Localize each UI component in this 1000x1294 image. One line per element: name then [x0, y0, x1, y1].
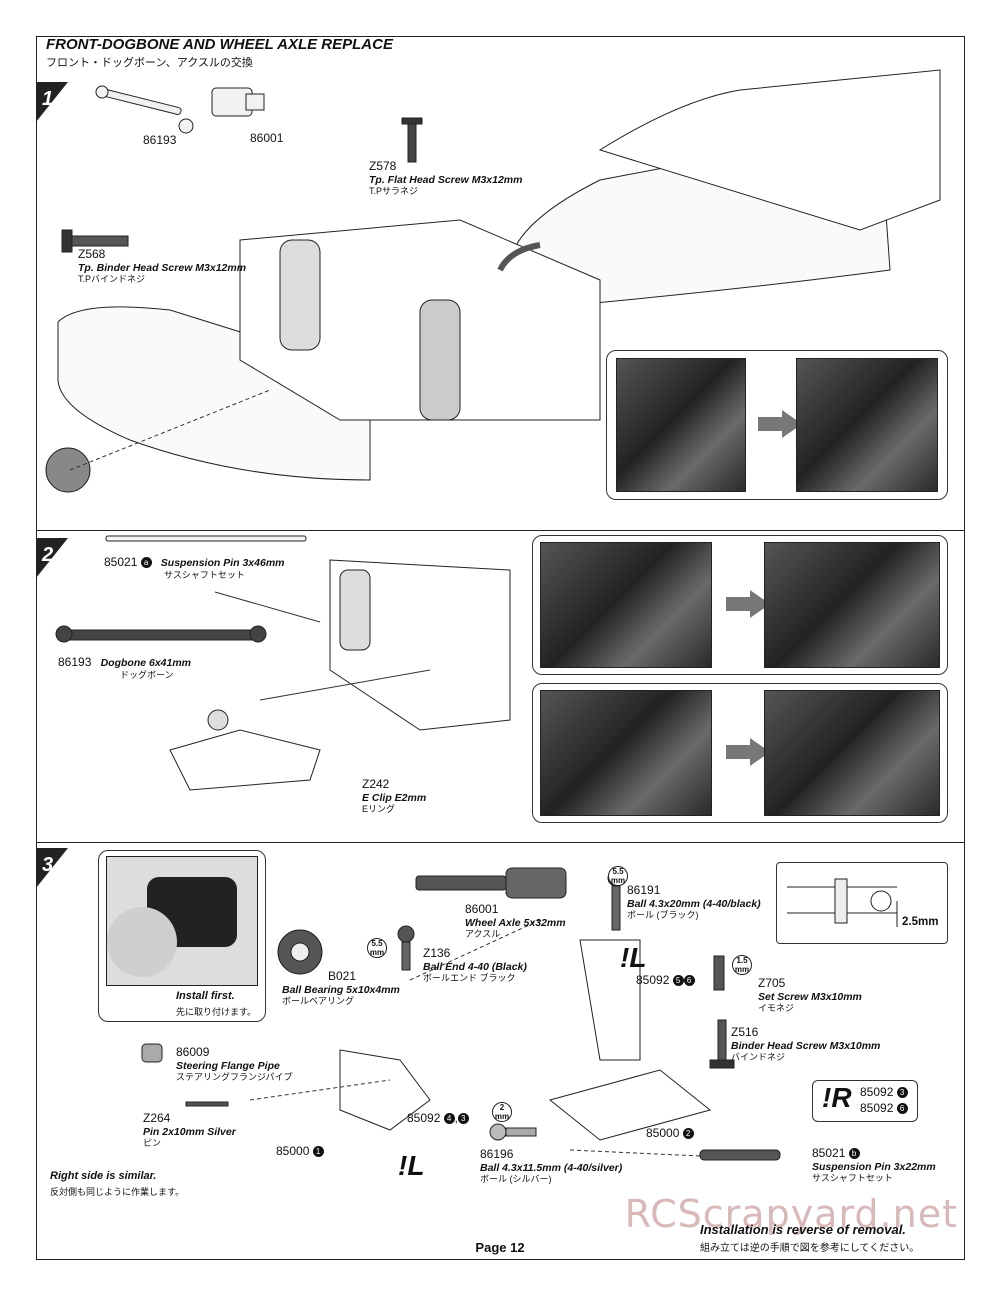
left-side-mark: !L — [620, 942, 647, 973]
watermark: RCScrapyard.net — [624, 1192, 958, 1236]
step1-photo-before — [616, 358, 746, 492]
install-first-photo — [106, 856, 258, 986]
right-callout-85092-6: 85092 6 — [860, 1101, 908, 1116]
step1-photo-after — [796, 358, 938, 492]
part-z242: Z242 E Clip E2mm Eリング — [362, 777, 427, 814]
right-side-box — [812, 1080, 918, 1122]
part-b021: B021 Ball Bearing 5x10x4mm ボールベアリング — [282, 969, 400, 1006]
part-z568: Z568 Tp. Binder Head Screw M3x12mm T.Pバイ… — [78, 247, 247, 284]
part-86193-dogbone: 86193 Dogbone 6x41mm ドッグボーン — [58, 655, 192, 681]
step2-diagram — [55, 535, 511, 791]
reverse-note-jp: 組み立ては逆の手順で図を参考にしてください。 — [700, 1243, 920, 1254]
part-z578: Z578 Tp. Flat Head Screw M3x12mm T.Pサラネジ — [369, 159, 523, 196]
part-z136: Z136 Ball End 4-40 (Black) ボールエンド ブラック — [423, 946, 527, 983]
ball-height-detail — [776, 862, 948, 944]
part-z264: Z264 Pin 2x10mm Silver ピン — [143, 1111, 236, 1148]
step-tab-3: 3 — [36, 848, 68, 888]
page-number: Page 12 — [475, 1240, 525, 1255]
step-tab-2: 2 — [36, 538, 68, 578]
callout-85092-4-3: 85092 4,3 — [407, 1111, 469, 1126]
reverse-note: Installation is reverse of removal. — [700, 1222, 906, 1237]
section-divider — [36, 842, 965, 843]
part-86001-step1: 86001 — [250, 131, 284, 145]
page-frame — [36, 36, 965, 1260]
callout-85000-2: 85000 2 — [646, 1126, 694, 1141]
callout-85000-1: 85000 1 — [276, 1144, 324, 1159]
right-side-mark: !R — [822, 1082, 852, 1113]
part-z705: Z705 Set Screw M3x10mm イモネジ — [758, 976, 862, 1013]
right-callout-85092-3: 85092 3 — [860, 1085, 908, 1100]
step-tab-1: 1 — [36, 82, 68, 122]
ball-height-dimension: 2.5mm — [902, 916, 939, 928]
left-side-mark: !L — [398, 1150, 425, 1181]
step2-photo-top-before — [540, 542, 712, 668]
section-divider — [36, 530, 965, 531]
right-side-similar: Right side is similar. — [50, 1170, 157, 1182]
part-86196: 86196 Ball 4.3x11.5mm (4-40/silver) ボール … — [480, 1147, 623, 1184]
install-first-label: Install first. — [176, 990, 235, 1002]
part-85021-a: 85021 a Suspension Pin 3x46mm サスシャフトセット — [104, 555, 285, 581]
step2-photo-top-after — [764, 542, 940, 668]
right-side-similar-jp: 反対側も同じように作業します。 — [50, 1187, 185, 1197]
page-title-jp: フロント・ドッグボーン、アクスルの交換 — [46, 57, 253, 69]
page-title: FRONT-DOGBONE AND WHEEL AXLE REPLACE — [46, 36, 393, 53]
install-first-jp: 先に取り付けます。 — [176, 1007, 257, 1017]
part-86193-step1: 86193 — [143, 133, 177, 147]
step1-diagram — [45, 69, 941, 493]
part-86191: 86191 Ball 4.3x20mm (4-40/black) ボール (ブラ… — [627, 883, 761, 920]
part-86001-axle: 86001 Wheel Axle 5x32mm アクスル — [465, 902, 566, 939]
step2-photo-bottom-before — [540, 690, 712, 816]
part-85021-b: 85021 b Suspension Pin 3x22mm サスシャフトセット — [812, 1146, 936, 1184]
part-86009: 86009 Steering Flange Pipe ステアリングフランジパイプ — [176, 1045, 293, 1082]
step2-photo-bottom-after — [764, 690, 940, 816]
step3-diagram — [141, 867, 781, 1161]
part-z516: Z516 Binder Head Screw M3x10mm バインドネジ — [731, 1025, 881, 1062]
